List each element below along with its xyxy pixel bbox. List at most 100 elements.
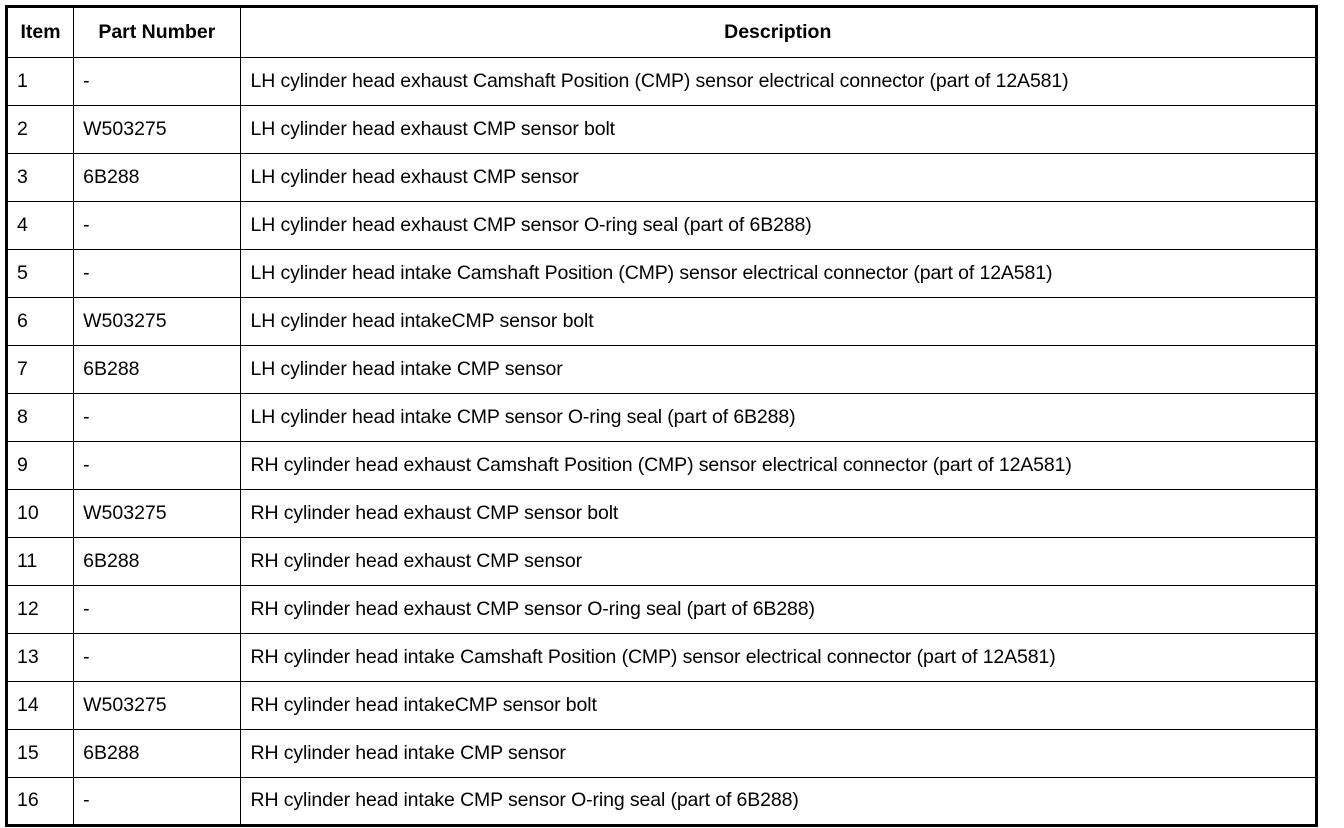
cell-item: 7	[5, 345, 75, 394]
cell-item-text: 14	[17, 693, 39, 716]
cell-description: RH cylinder head intakeCMP sensor bolt	[239, 681, 1318, 730]
table-row: 13 - RH cylinder head intake Camshaft Posi…	[5, 633, 1318, 682]
cell-item-text: 13	[17, 645, 39, 668]
cell-item-text: 15	[17, 741, 39, 764]
cell-part-number: -	[73, 201, 241, 250]
cell-item-text: 2	[17, 117, 28, 140]
cell-part-number-text: W503275	[83, 693, 167, 716]
cell-part-number: 6B288	[73, 345, 241, 394]
cell-part-number: W503275	[73, 681, 241, 730]
column-header-part-number-label: Part Number	[98, 20, 216, 43]
cell-item: 8	[5, 393, 75, 442]
cell-part-number: -	[73, 633, 241, 682]
cell-item: 6	[5, 297, 75, 346]
cell-part-number: 6B288	[73, 537, 241, 586]
table-row: 9 - RH cylinder head exhaust Camshaft Posi…	[5, 441, 1318, 490]
cell-part-number: -	[73, 393, 241, 442]
cell-item: 11	[5, 537, 75, 586]
cell-item: 5	[5, 249, 75, 298]
cell-part-number-text: -	[83, 645, 90, 668]
cell-description: LH cylinder head intake Camshaft Positio…	[239, 249, 1318, 298]
cell-part-number: W503275	[73, 489, 241, 538]
cell-part-number-text: W503275	[83, 309, 167, 332]
table-row: 8 - LH cylinder head intake CMP sensor O-r…	[5, 393, 1318, 442]
column-header-item: Item	[5, 6, 75, 58]
cell-part-number: -	[73, 441, 241, 490]
cell-part-number-text: 6B288	[83, 741, 140, 764]
cell-description-text: LH cylinder head intake Camshaft Positio…	[250, 261, 1053, 284]
cell-part-number: -	[73, 777, 241, 826]
cell-part-number-text: -	[83, 453, 90, 476]
cell-description: LH cylinder head intake CMP sensor O-rin…	[239, 393, 1318, 442]
cell-item-text: 4	[17, 213, 28, 236]
table-row: 6 W503275 LH cylinder head intakeCMP senso…	[5, 297, 1318, 346]
cell-description: RH cylinder head intake Camshaft Positio…	[239, 633, 1318, 682]
cell-description: RH cylinder head exhaust Camshaft Positi…	[239, 441, 1318, 490]
table-header-row: Item Part Number Description	[5, 6, 1318, 58]
cell-description-text: LH cylinder head exhaust Camshaft Positi…	[250, 69, 1069, 92]
cell-description-text: RH cylinder head intake CMP sensor	[250, 741, 566, 764]
cell-description: RH cylinder head exhaust CMP sensor O-ri…	[239, 585, 1318, 634]
cell-item-text: 1	[17, 69, 28, 92]
cell-item: 9	[5, 441, 75, 490]
cell-description: RH cylinder head intake CMP sensor	[239, 729, 1318, 778]
table-body: 1 - LH cylinder head exhaust Camshaft Posi…	[5, 57, 1318, 826]
parts-table: Item Part Number Description 1 - LH cylind…	[5, 5, 1318, 827]
cell-description: LH cylinder head intake CMP sensor	[239, 345, 1318, 394]
cell-description: RH cylinder head exhaust CMP sensor	[239, 537, 1318, 586]
cell-part-number-text: -	[83, 789, 90, 812]
table-row: 4 - LH cylinder head exhaust CMP sensor O-…	[5, 201, 1318, 250]
cell-description: RH cylinder head exhaust CMP sensor bolt	[239, 489, 1318, 538]
cell-part-number: W503275	[73, 297, 241, 346]
cell-item: 15	[5, 729, 75, 778]
cell-part-number: -	[73, 57, 241, 106]
cell-item: 1	[5, 57, 75, 106]
cell-description: LH cylinder head exhaust CMP sensor	[239, 153, 1318, 202]
cell-item: 14	[5, 681, 75, 730]
cell-description-text: RH cylinder head intake CMP sensor O-rin…	[250, 789, 799, 812]
cell-description: LH cylinder head exhaust Camshaft Positi…	[239, 57, 1318, 106]
cell-part-number: W503275	[73, 105, 241, 154]
cell-description: LH cylinder head exhaust CMP sensor bolt	[239, 105, 1318, 154]
cell-item: 2	[5, 105, 75, 154]
cell-item-text: 11	[17, 549, 38, 572]
column-header-description-label: Description	[724, 20, 832, 43]
cell-description-text: RH cylinder head exhaust CMP sensor	[250, 549, 583, 572]
cell-part-number-text: W503275	[83, 117, 167, 140]
column-header-item-label: Item	[20, 20, 61, 43]
cell-description-text: RH cylinder head intakeCMP sensor bolt	[250, 693, 597, 716]
cell-part-number-text: -	[83, 405, 90, 428]
column-header-part-number: Part Number	[73, 6, 241, 58]
cell-part-number: 6B288	[73, 729, 241, 778]
table-row: 1 - LH cylinder head exhaust Camshaft Posi…	[5, 57, 1318, 106]
cell-description-text: RH cylinder head exhaust CMP sensor bolt	[250, 501, 619, 524]
cell-item-text: 6	[17, 309, 28, 332]
cell-item: 3	[5, 153, 75, 202]
cell-part-number-text: -	[83, 261, 90, 284]
cell-item: 13	[5, 633, 75, 682]
table-row: 5- LH cylinder head intake Camshaft Posit…	[5, 249, 1318, 298]
cell-description-text: LH cylinder head intake CMP sensor O-rin…	[250, 405, 796, 428]
table-row: 12-RH cylinder head exhaust CMP sensor O…	[5, 585, 1318, 634]
table-row: 16 - RH cylinder head intake CMP sensor O-…	[5, 777, 1318, 826]
column-header-description: Description	[239, 6, 1318, 58]
table-row: 14 W503275 RH cylinder head intakeCMP sens…	[5, 681, 1318, 730]
cell-item-text: 8	[17, 405, 28, 428]
cell-part-number-text: -	[83, 69, 90, 92]
cell-part-number: 6B288	[73, 153, 241, 202]
cell-description: LH cylinder head exhaust CMP sensor O-ri…	[239, 201, 1318, 250]
cell-item-text: 16	[17, 789, 39, 812]
cell-part-number-text: -	[83, 597, 90, 620]
cell-description-text: LH cylinder head intakeCMP sensor bolt	[250, 309, 594, 332]
parts-table-container: Item Part Number Description 1 - LH cylind…	[5, 5, 1318, 827]
cell-part-number-text: W503275	[83, 501, 167, 524]
cell-description-text: LH cylinder head intake CMP sensor	[250, 357, 563, 380]
cell-part-number: -	[73, 249, 241, 298]
cell-part-number-text: -	[83, 213, 90, 236]
cell-part-number-text: 6B288	[83, 549, 140, 572]
cell-description: RH cylinder head intake CMP sensor O-rin…	[239, 777, 1318, 826]
cell-item-text: 9	[17, 453, 28, 476]
